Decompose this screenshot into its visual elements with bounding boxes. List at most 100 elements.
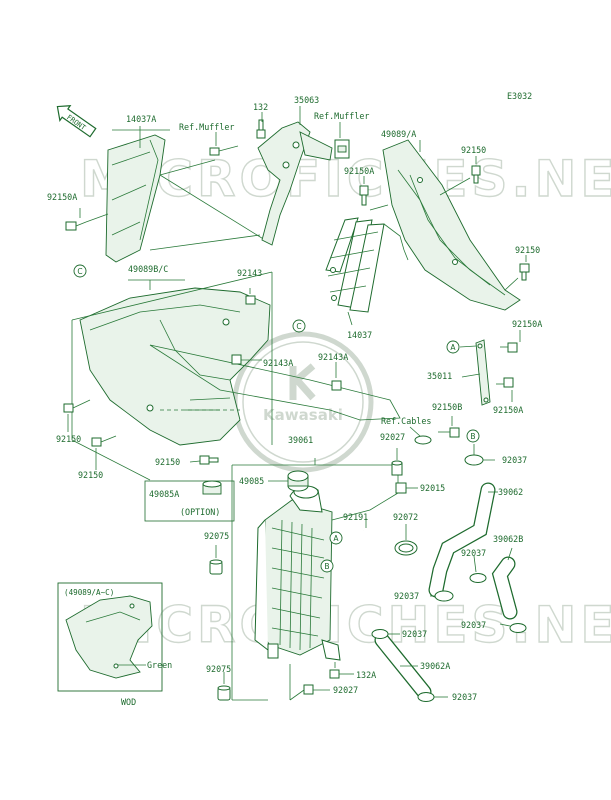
label-92037-2: 92037: [461, 548, 486, 558]
label-35063: 35063: [294, 95, 319, 105]
marker-c2: C: [292, 319, 306, 333]
bolt-icon: [65, 221, 87, 231]
label-ref-cables: Ref.Cables: [381, 416, 431, 426]
bolt-icon: [329, 669, 354, 679]
label-92143a-2: 92143A: [318, 352, 348, 362]
radiator-cap-icon: [287, 470, 309, 492]
bolt-icon: [63, 399, 91, 413]
label-92075-lower: 92075: [206, 664, 231, 674]
wod-inset-box: [57, 582, 163, 692]
hose-clamp-icon: [394, 540, 418, 556]
label-92150a-middle: 92150A: [344, 166, 374, 176]
grommet-icon: [231, 354, 262, 365]
label-49089a: 49089/A: [381, 129, 416, 139]
label-92150-top-right: 92150: [461, 145, 486, 155]
marker-b1: B: [466, 429, 480, 443]
marker-a1: A: [446, 340, 460, 354]
label-92075-upper: 92075: [204, 531, 229, 541]
bolt-icon: [471, 165, 481, 184]
label-49089bc: 49089B/C: [128, 264, 168, 274]
logo-text: Kawasaki: [263, 406, 343, 424]
label-39062a: 39062A: [420, 661, 450, 671]
label-92150a-left: 92150A: [47, 192, 77, 202]
option-box: [144, 480, 235, 522]
label-ref-muffler-right: Ref.Muffler: [314, 111, 369, 121]
label-92150a-right: 92150A: [512, 319, 542, 329]
label-92150-left-2: 92150: [78, 470, 103, 480]
front-arrow-icon: FRONT: [56, 105, 97, 138]
label-92027-upper: 92027: [380, 432, 405, 442]
grommet-icon: [217, 685, 231, 701]
svg-text:B: B: [470, 432, 475, 441]
hose-clamp-icon: [434, 590, 454, 602]
label-92143a-1: 92143A: [263, 358, 293, 368]
label-132a: 132A: [356, 670, 376, 680]
label-39062b: 39062B: [493, 534, 523, 544]
hose-clamp-icon: [469, 573, 487, 583]
label-92191: 92191: [343, 512, 368, 522]
diagram-code: E3032: [507, 91, 532, 101]
watermark-top: MICROFICHES.NET: [80, 150, 611, 208]
marker-b2: B: [320, 559, 334, 573]
bolt-icon: [438, 427, 460, 438]
overflow-tube-part: [363, 529, 369, 576]
shroud-outer-part: [382, 139, 521, 311]
label-92150-right: 92150: [515, 245, 540, 255]
label-wod: WOD: [121, 697, 136, 707]
label-92027-lower: 92027: [333, 685, 358, 695]
clip-icon: [395, 482, 407, 494]
marker-a2: A: [329, 531, 343, 545]
bolt-icon: [500, 342, 518, 353]
label-49085a: 49085A: [149, 489, 179, 499]
label-92037-1: 92037: [502, 455, 527, 465]
svg-text:A: A: [450, 343, 456, 352]
radiator-grille-part: [325, 217, 385, 313]
label-92037-5: 92037: [402, 629, 427, 639]
radiator-part: [254, 485, 341, 661]
bolt-icon: [359, 185, 369, 206]
label-92037-4: 92037: [461, 620, 486, 630]
label-35011: 35011: [427, 371, 452, 381]
label-39061: 39061: [288, 435, 313, 445]
bolt-icon: [496, 377, 514, 388]
radiator-hose-lower-part: [491, 556, 518, 620]
label-option: (OPTION): [180, 507, 220, 517]
grommet-icon: [245, 295, 256, 305]
hose-clamp-icon: [371, 629, 389, 639]
hose-clamp-icon: [417, 692, 435, 702]
marker-c1: C: [73, 264, 87, 278]
hose-clamp-icon: [509, 623, 527, 633]
label-92150-bottom: 92150: [155, 457, 180, 467]
label-132: 132: [253, 102, 268, 112]
hose-clamp-icon: [464, 454, 484, 466]
label-92150a-right-2: 92150A: [493, 405, 523, 415]
bolt-icon: [519, 263, 530, 281]
svg-text:C: C: [77, 267, 82, 276]
label-92037-6: 92037: [452, 692, 477, 702]
radiator-stay-part: [475, 339, 491, 406]
label-92150-left-1: 92150: [56, 434, 81, 444]
svg-text:B: B: [324, 562, 329, 571]
label-14037a: 14037A: [126, 114, 156, 124]
bolt-icon: [209, 145, 239, 156]
grommet-icon: [209, 559, 223, 575]
shroud-side-part: [79, 287, 271, 446]
cable-clamp-icon: [414, 435, 432, 445]
bolt-icon: [91, 435, 117, 447]
bolt-icon: [303, 684, 330, 695]
label-39062: 39062: [498, 487, 523, 497]
collar-icon: [391, 460, 403, 476]
bolt-icon: [199, 455, 219, 465]
svg-text:C: C: [296, 322, 301, 331]
bolt-132-icon: [256, 119, 266, 139]
label-ref-muffler-left: Ref.Muffler: [179, 122, 234, 132]
label-92037-3: 92037: [394, 591, 419, 601]
label-14037: 14037: [347, 330, 372, 340]
radiator-bracket-part: [257, 121, 333, 246]
label-49085: 49085: [239, 476, 264, 486]
shroud-inner-part: [105, 134, 166, 263]
label-92015: 92015: [420, 483, 445, 493]
label-green: Green: [147, 660, 172, 670]
label-92143: 92143: [237, 268, 262, 278]
svg-text:A: A: [333, 534, 339, 543]
